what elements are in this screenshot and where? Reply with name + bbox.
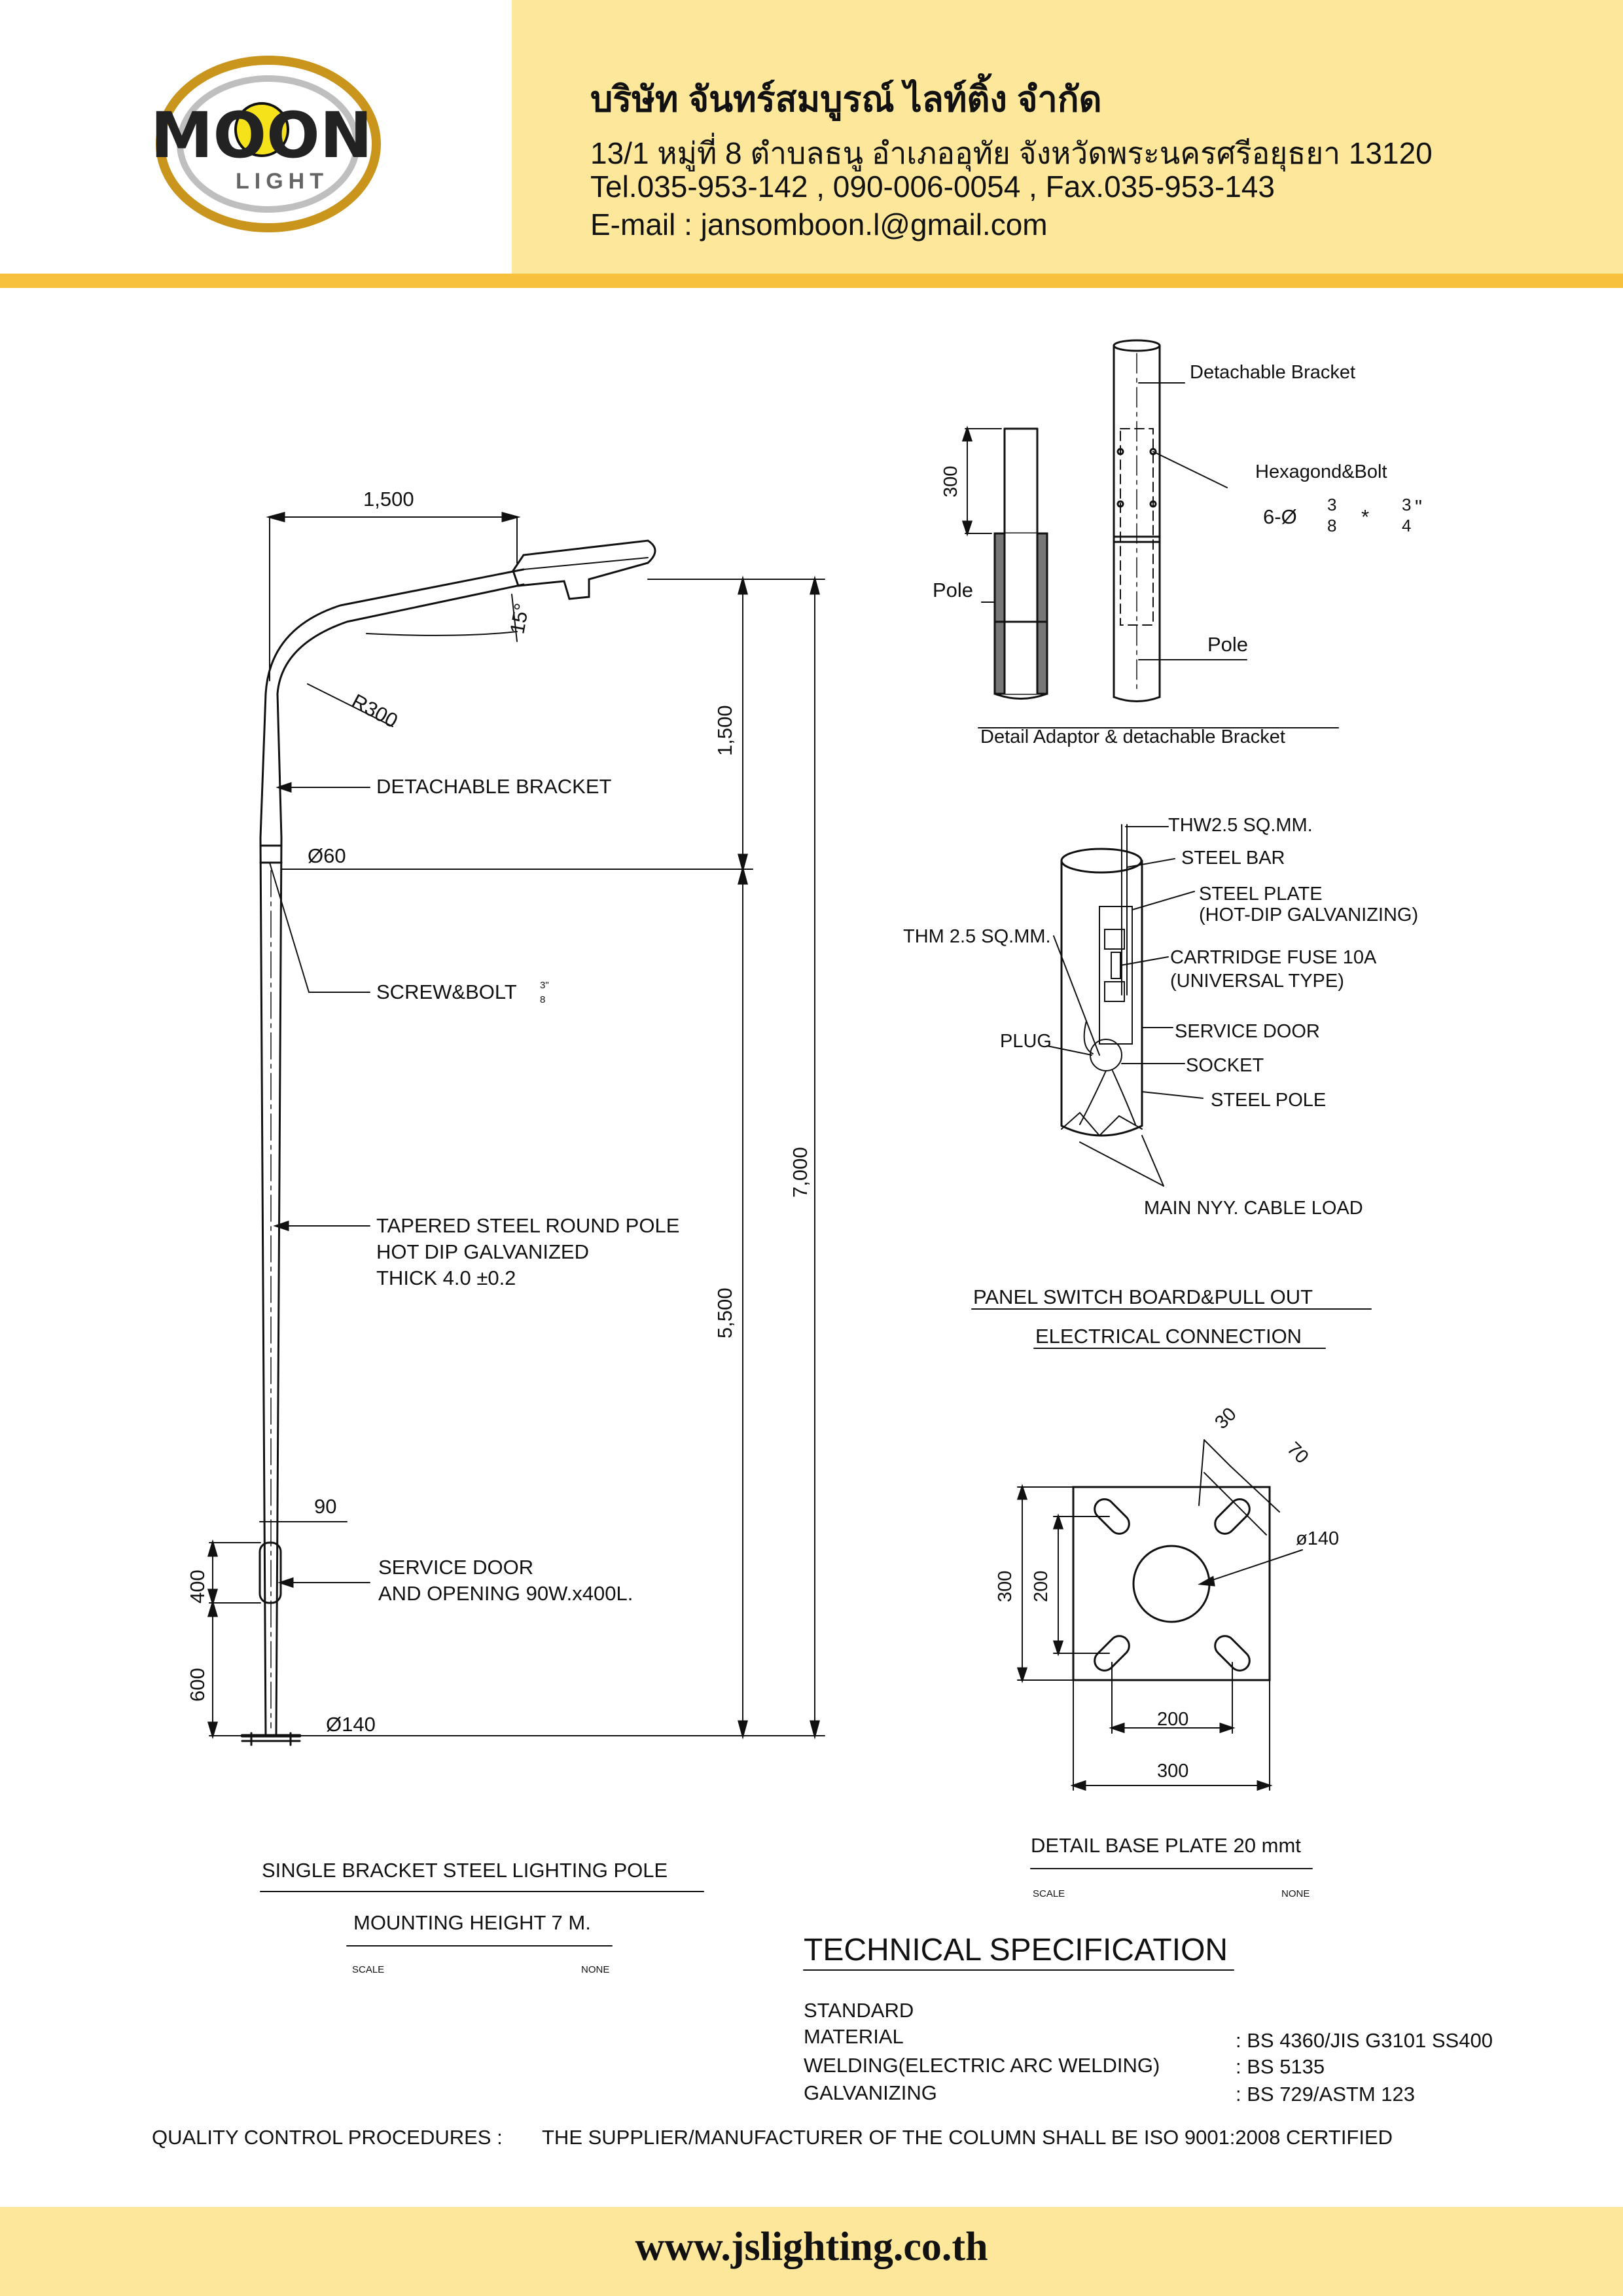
label-screw-frac-num: 3" xyxy=(540,980,549,991)
dim-door-height: 400 xyxy=(186,1570,209,1604)
label-door-line2: AND OPENING 90W.x400L. xyxy=(378,1582,633,1605)
panel-label-thw: THW2.5 SQ.MM. xyxy=(1168,815,1313,836)
baseplate-dim-300-horizontal: 300 xyxy=(1157,1761,1188,1782)
spec-row-standard-label: STANDARD xyxy=(804,1999,914,2022)
panel-label-fuse1: CARTRIDGE FUSE 10A xyxy=(1170,947,1377,968)
company-phone: Tel.035-953-142 , 090-006-0054 , Fax.035… xyxy=(590,170,1275,204)
panel-label-cable: MAIN NYY. CABLE LOAD xyxy=(1144,1198,1363,1219)
adaptor-hex-frac1-den: 8 xyxy=(1327,516,1336,535)
pole-subtitle: MOUNTING HEIGHT 7 M. xyxy=(353,1911,591,1934)
adaptor-label-pole-right: Pole xyxy=(1207,633,1248,656)
dim-lower-height: 5,500 xyxy=(713,1287,736,1338)
adaptor-detail xyxy=(961,339,1339,728)
baseplate-title: DETAIL BASE PLATE 20 mmt xyxy=(1031,1834,1301,1857)
spec-row-galvanizing-value: : BS 729/ASTM 123 xyxy=(1236,2083,1415,2106)
panel-detail xyxy=(971,824,1372,1349)
header-stripe xyxy=(0,274,1623,288)
dim-upper-height: 1,500 xyxy=(713,705,736,756)
logo-subtext: LIGHT xyxy=(236,169,329,194)
baseplate-dim-70: 70 xyxy=(1283,1438,1312,1467)
baseplate-dim-30: 30 xyxy=(1211,1404,1240,1433)
base-plate-detail xyxy=(1016,1439,1313,1869)
spec-row-material-value: : BS 4360/JIS G3101 SS400 xyxy=(1236,2029,1493,2052)
label-screw-frac-den: 8 xyxy=(540,994,545,1005)
dim-arm-length: 1,500 xyxy=(363,488,414,511)
panel-label-thm: THM 2.5 SQ.MM. xyxy=(903,926,1051,947)
adaptor-hex-star: * xyxy=(1361,505,1369,528)
adaptor-hex-quote: " xyxy=(1415,495,1422,518)
adaptor-hex-frac2-num: 3 xyxy=(1402,495,1411,514)
baseplate-dim-200-horizontal: 200 xyxy=(1157,1709,1188,1730)
adaptor-label-detachable: Detachable Bracket xyxy=(1190,362,1355,383)
panel-title-1: PANEL SWITCH BOARD&PULL OUT xyxy=(973,1285,1313,1308)
pole-scale-label: SCALE xyxy=(352,1964,384,1975)
adaptor-dim-300: 300 xyxy=(940,466,961,497)
adaptor-label-hexagon-bolt: Hexagond&Bolt xyxy=(1255,461,1387,482)
panel-label-plate1: STEEL PLATE xyxy=(1199,884,1323,905)
panel-title-2: ELECTRICAL CONNECTION xyxy=(1035,1325,1302,1348)
panel-label-steel-pole: STEEL POLE xyxy=(1211,1090,1326,1111)
adaptor-label-pole-left: Pole xyxy=(933,579,973,601)
dim-diameter-base: Ø140 xyxy=(326,1713,376,1736)
adaptor-title: Detail Adaptor & detachable Bracket xyxy=(980,726,1285,747)
spec-row-galvanizing-label: GALVANIZING xyxy=(804,2081,937,2104)
qc-text: THE SUPPLIER/MANUFACTURER OF THE COLUMN … xyxy=(542,2126,1393,2149)
dim-total-height: 7,000 xyxy=(789,1147,812,1198)
label-door-line1: SERVICE DOOR xyxy=(378,1556,533,1579)
baseplate-dim-300-vertical: 300 xyxy=(995,1571,1016,1602)
label-pole-line3: THICK 4.0 ±0.2 xyxy=(376,1266,516,1289)
dim-diameter-top: Ø60 xyxy=(308,844,346,867)
baseplate-dim-200-vertical: 200 xyxy=(1031,1571,1052,1602)
dim-door-width: 90 xyxy=(314,1495,336,1518)
dim-angle: 15° xyxy=(505,601,533,636)
company-logo: MOON LIGHT xyxy=(151,56,381,232)
company-address: 13/1 หมู่ที่ 8 ตำบลธนู อำเภออุทัย จังหวั… xyxy=(590,136,1433,170)
baseplate-scale-label: SCALE xyxy=(1033,1888,1065,1899)
panel-label-steel-bar: STEEL BAR xyxy=(1181,848,1285,869)
baseplate-scale-value: NONE xyxy=(1281,1888,1310,1899)
panel-label-socket: SOCKET xyxy=(1186,1055,1264,1076)
spec-title: TECHNICAL SPECIFICATION xyxy=(804,1933,1228,1967)
adaptor-hex-frac1-num: 3 xyxy=(1327,495,1336,514)
pole-title: SINGLE BRACKET STEEL LIGHTING POLE xyxy=(262,1859,668,1882)
footer-bar xyxy=(0,2207,1623,2296)
spec-row-welding-value: : BS 5135 xyxy=(1236,2055,1325,2078)
label-screw-bolt: SCREW&BOLT xyxy=(376,980,517,1003)
baseplate-dim-diameter: ø140 xyxy=(1296,1528,1339,1549)
spec-row-welding-label: WELDING(ELECTRIC ARC WELDING) xyxy=(804,2054,1160,2077)
logo-text: MOON xyxy=(151,99,372,172)
qc-label: QUALITY CONTROL PROCEDURES : xyxy=(152,2126,503,2149)
pole-elevation xyxy=(207,512,825,1946)
company-email: E-mail : jansomboon.l@gmail.com xyxy=(590,207,1048,242)
dim-radius: R300 xyxy=(348,689,402,732)
spec-row-material-label: MATERIAL xyxy=(804,2025,904,2048)
label-pole-line2: HOT DIP GALVANIZED xyxy=(376,1240,589,1263)
panel-label-plate2: (HOT-DIP GALVANIZING) xyxy=(1199,905,1418,925)
label-pole-line1: TAPERED STEEL ROUND POLE xyxy=(376,1214,679,1237)
panel-label-plug: PLUG xyxy=(1000,1031,1052,1052)
company-name: บริษัท จันทร์สมบูรณ์ ไลท์ติ้ง จำกัด xyxy=(590,80,1102,119)
adaptor-hex-spec: 6-Ø xyxy=(1263,505,1297,528)
website-link[interactable]: www.jslighting.co.th xyxy=(635,2225,988,2269)
label-detachable-bracket: DETACHABLE BRACKET xyxy=(376,775,612,798)
dim-door-base: 600 xyxy=(186,1668,209,1702)
panel-label-fuse2: (UNIVERSAL TYPE) xyxy=(1170,971,1344,992)
adaptor-hex-frac2-den: 4 xyxy=(1402,516,1411,535)
header-banner xyxy=(512,0,1623,274)
panel-label-service-door: SERVICE DOOR xyxy=(1175,1021,1320,1042)
pole-scale-value: NONE xyxy=(581,1964,609,1975)
